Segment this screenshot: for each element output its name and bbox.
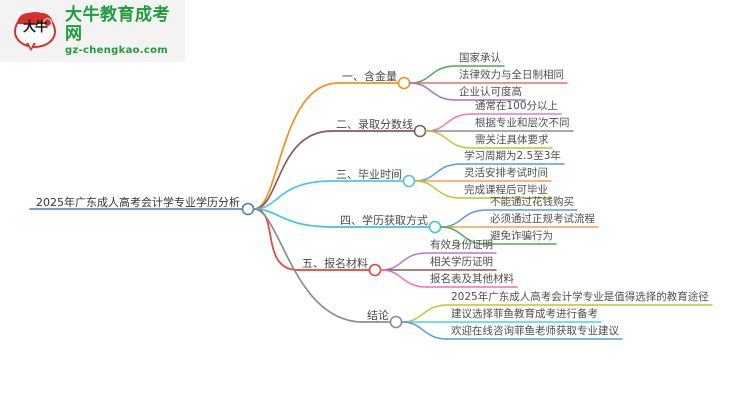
connector-line (414, 180, 462, 199)
leaf-node-label: 需关注具体要求 (475, 134, 549, 146)
leaf-node-label: 必须通过正规考试流程 (490, 213, 595, 225)
leaf-node-label: 学习周期为2.5至3年 (464, 150, 561, 162)
node-marker[interactable] (241, 202, 255, 216)
brand-logo-icon: 大牛 (14, 10, 56, 52)
node-marker[interactable] (402, 174, 416, 188)
connector-line (409, 82, 457, 101)
leaf-node-label: 避免诈骗行为 (490, 230, 553, 242)
root-node-label: 2025年广东成人高考会计学专业学历分析 (36, 196, 240, 209)
connector-line (414, 163, 462, 182)
leaf-node-label: 通常在100分以上 (475, 100, 559, 112)
leaf-node-label: 欢迎在线咨询菲鱼老师获取专业建议 (451, 325, 619, 337)
leaf-node-label: 根据专业和层次不同 (475, 117, 570, 129)
connector-line (440, 209, 488, 228)
brand-text-block: 大牛教育成考网 gz-chengkao.com (65, 4, 185, 57)
node-marker[interactable] (368, 263, 382, 277)
logo-tail-inner-shape (27, 42, 34, 48)
site-header: 大牛 大牛教育成考网 gz-chengkao.com (0, 0, 185, 62)
branch-node-label: 四、学历获取方式 (340, 214, 428, 227)
connector-line (253, 180, 333, 210)
site-domain: gz-chengkao.com (65, 44, 169, 56)
connector-line (425, 130, 473, 149)
connector-line (253, 208, 364, 323)
node-marker[interactable] (413, 124, 427, 138)
logo-mark-text: 大牛 (22, 20, 48, 35)
leaf-node-label: 建议选择菲鱼教育成考进行备考 (451, 308, 598, 320)
branch-node-label: 五、报名材料 (302, 257, 368, 270)
leaf-node-label: 国家承认 (459, 52, 501, 64)
connector-line (253, 208, 337, 228)
connector-line (425, 113, 473, 132)
connector-line (401, 304, 449, 323)
leaf-node-label: 相关学历证明 (430, 256, 493, 268)
leaf-node-label: 企业认可度高 (459, 86, 522, 98)
node-marker[interactable] (428, 220, 442, 234)
branch-node-label: 三、毕业时间 (336, 168, 402, 181)
leaf-node-label: 有效身份证明 (430, 239, 493, 251)
branch-node-label: 结论 (367, 309, 389, 322)
logo-dot-shape (43, 18, 52, 27)
leaf-node-label: 报名表及其他材料 (430, 273, 514, 285)
connector-line (253, 130, 333, 210)
branch-node-label: 一、含金量 (342, 70, 397, 83)
connector-line (401, 321, 449, 340)
connector-line (380, 269, 428, 288)
logo-cap-shape (17, 13, 53, 24)
leaf-node-label: 不能通过花钱购买 (490, 196, 574, 208)
leaf-node-label: 2025年广东成人高考会计学专业是值得选择的教育途径 (451, 291, 709, 303)
branch-node-label: 二、录取分数线 (336, 118, 413, 131)
node-marker[interactable] (389, 315, 403, 329)
connector-line (409, 65, 457, 84)
leaf-node-label: 法律效力与全日制相同 (459, 69, 564, 81)
connector-line (380, 252, 428, 271)
leaf-node-label: 灵活安排考试时间 (464, 167, 548, 179)
connector-line (440, 226, 488, 245)
connector-line (253, 208, 299, 271)
leaf-node-label: 完成课程后可毕业 (464, 184, 548, 196)
connector-line (253, 82, 339, 210)
node-marker[interactable] (397, 76, 411, 90)
site-title: 大牛教育成考网 (65, 4, 170, 44)
